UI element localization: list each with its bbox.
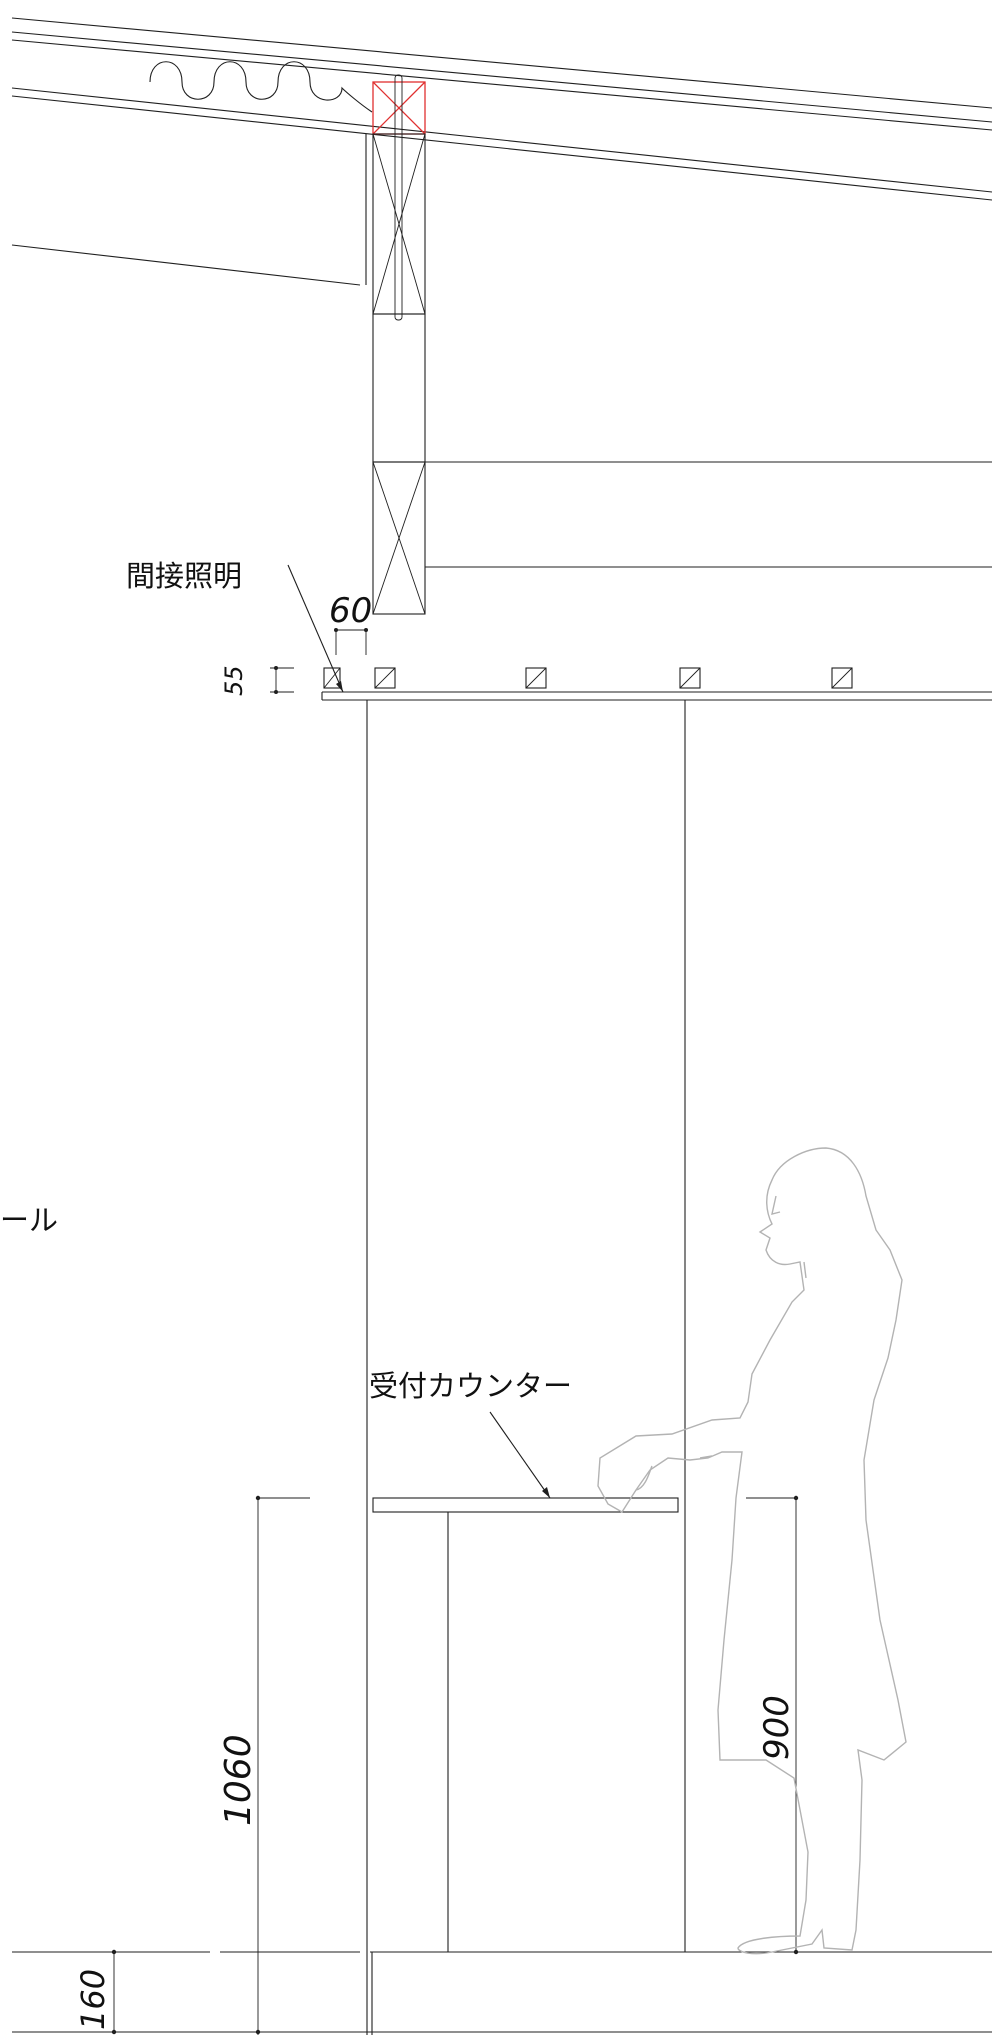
joist-square	[323, 667, 341, 689]
floor-lines	[12, 1951, 992, 2035]
dim-1060: 1060	[218, 1495, 310, 2035]
ceiling-joists	[321, 667, 992, 701]
beam-highlight	[372, 81, 426, 135]
joist-square	[679, 667, 701, 689]
dim-55-text: 55	[220, 665, 248, 696]
dim-55: 55	[220, 665, 294, 696]
walls	[366, 700, 686, 2035]
reception-counter-leader	[489, 1411, 551, 1499]
dim-1060-text: 1060	[218, 1734, 259, 1826]
partial-label: ール	[0, 1203, 58, 1237]
person-silhouette	[597, 1147, 907, 1955]
dim-900-text: 900	[757, 1695, 797, 1760]
indirect-lighting-leader	[287, 564, 344, 693]
counter-leader-arrow	[542, 1487, 550, 1498]
dim-900: 900	[746, 1495, 799, 1955]
dim-160: 160	[74, 1949, 117, 2035]
indirect-lighting-label: 間接照明	[126, 559, 242, 593]
reception-counter-label: 受付カウンター	[369, 1369, 572, 1403]
person-hair-detail	[771, 1195, 807, 1279]
dim-60-text: 60	[329, 591, 372, 631]
roof-lines	[11, 17, 992, 286]
joist-square	[831, 667, 853, 689]
leader-arrow	[336, 681, 343, 692]
lower-beam	[372, 461, 992, 615]
reception-counter	[372, 1497, 679, 1952]
joist-square	[374, 667, 396, 689]
person-hand-detail	[635, 1455, 713, 1491]
dim-60: 60	[329, 591, 372, 655]
insulation-squiggle	[149, 61, 373, 113]
dim-160-text: 160	[74, 1969, 112, 2030]
joist-square	[525, 667, 547, 689]
